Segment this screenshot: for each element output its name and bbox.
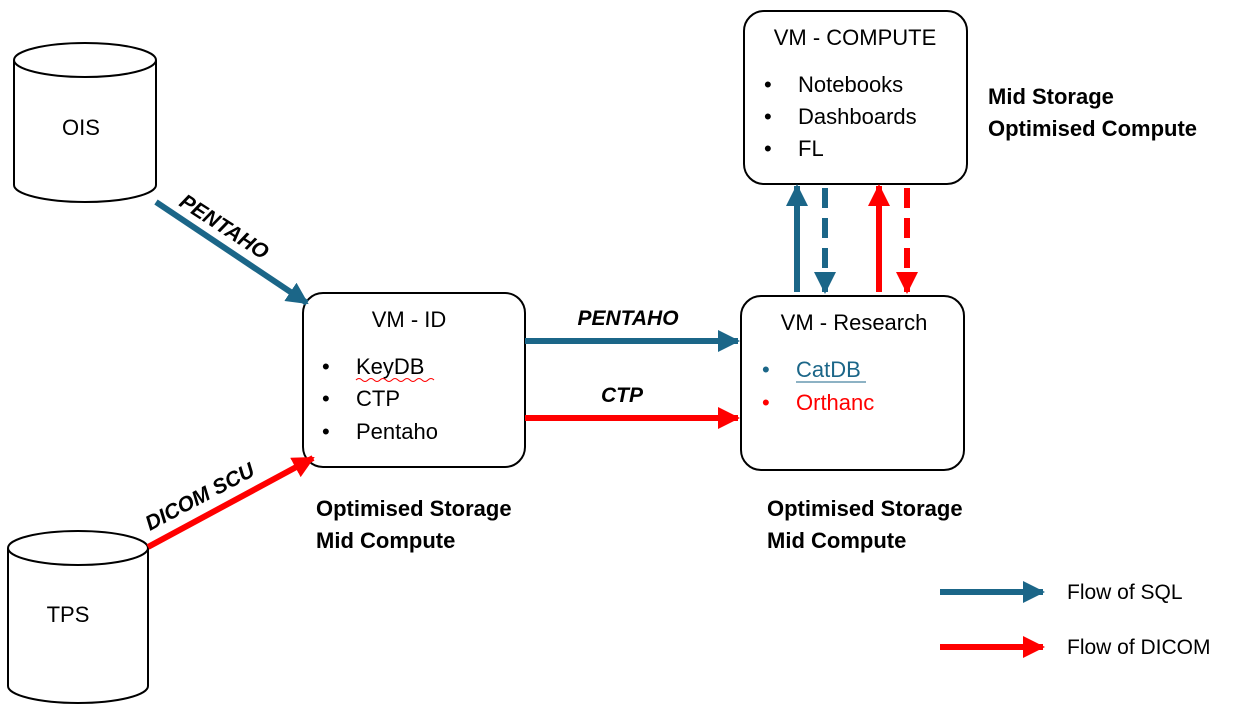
spellcheck-underline — [355, 378, 435, 382]
vm-compute-caption-line-2: Optimised Compute — [988, 116, 1197, 141]
vm-compute-rect — [743, 10, 968, 185]
ois-cylinder-body — [13, 60, 157, 203]
legend: Flow of SQL Flow of DICOM — [940, 581, 1211, 659]
label-vm-id-to-research-dicom: CTP — [601, 384, 644, 407]
vm-compute-bullet-3: • — [764, 136, 772, 161]
tps-label: TPS — [47, 602, 90, 627]
tps-cylinder-body — [7, 548, 149, 704]
vm-research-bullet-1: • — [762, 357, 770, 382]
vm-compute-item-notebooks: Notebooks — [798, 72, 903, 97]
vm-compute-box: VM - COMPUTE • Notebooks • Dashboards • … — [743, 10, 968, 185]
vm-research-item-catdb: CatDB — [796, 357, 861, 382]
vm-id-item-ctp: CTP — [356, 386, 400, 411]
vm-id-box: VM - ID • KeyDB • CTP • Pentaho — [302, 292, 526, 468]
vm-id-bullet-3: • — [322, 419, 330, 444]
vm-id-title: VM - ID — [372, 307, 447, 332]
vm-research-rect — [740, 295, 965, 471]
vm-id-caption-line-1: Optimised Storage — [316, 496, 512, 521]
vm-compute-title: VM - COMPUTE — [774, 25, 937, 50]
arrow-ois-to-vm-id — [154, 199, 309, 306]
vm-research-bullet-2: • — [762, 390, 770, 415]
ois-cylinder-top — [13, 42, 157, 78]
legend-dicom-label: Flow of DICOM — [1067, 636, 1211, 659]
vm-id-item-pentaho: Pentaho — [356, 419, 438, 444]
vm-compute-bullet-1: • — [764, 72, 772, 97]
vm-compute-item-dashboards: Dashboards — [798, 104, 917, 129]
vm-id-bullet-1: • — [322, 354, 330, 379]
vm-compute-item-fl: FL — [798, 136, 824, 161]
tps-database: TPS — [7, 530, 149, 704]
vm-research-item-orthanc: Orthanc — [796, 390, 874, 415]
ois-database: OIS — [13, 42, 157, 203]
arrow-tps-to-vm-id — [146, 455, 315, 550]
tps-cylinder-top — [7, 530, 149, 566]
vm-research-caption-line-1: Optimised Storage — [767, 496, 963, 521]
vm-id-caption-line-2: Mid Compute — [316, 528, 455, 553]
vm-id-rect — [302, 292, 526, 468]
legend-sql-label: Flow of SQL — [1067, 581, 1183, 604]
ois-label: OIS — [62, 115, 100, 140]
vm-research-box: VM - Research • CatDB • Orthanc — [740, 295, 965, 471]
label-vm-id-to-research-sql: PENTAHO — [577, 307, 678, 330]
vm-id-bullet-2: • — [322, 386, 330, 411]
vm-id-item-keydb: KeyDB — [356, 354, 424, 379]
vm-compute-bullet-2: • — [764, 104, 772, 129]
vm-research-caption-line-2: Mid Compute — [767, 528, 906, 553]
vm-compute-caption-line-1: Mid Storage — [988, 84, 1114, 109]
vm-research-title: VM - Research — [781, 310, 928, 335]
